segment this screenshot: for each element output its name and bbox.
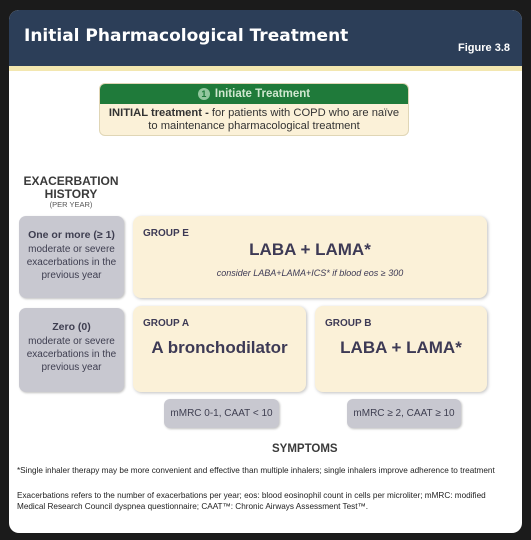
initiate-bold-text: INITIAL treatment - bbox=[108, 107, 209, 119]
group-e-treatment: LABA + LAMA* bbox=[249, 240, 371, 259]
initiate-description: INITIAL treatment - for patients with CO… bbox=[100, 104, 408, 135]
history-row-zero: Zero (0) moderate or severe exacerbation… bbox=[19, 308, 124, 392]
group-e-note: consider LABA+LAMA+ICS* if blood eos ≥ 3… bbox=[216, 268, 404, 278]
symptoms-title: SYMPTOMS bbox=[272, 443, 338, 455]
figure-number: Figure 3.8 bbox=[458, 42, 510, 54]
group-a-treatment: A bronchodilator bbox=[151, 338, 288, 357]
group-e-box: GROUP E LABA + LAMA* consider LABA+LAMA+… bbox=[133, 216, 487, 298]
header-divider bbox=[9, 66, 522, 71]
footnote-single-inhaler: *Single inhaler therapy may be more conv… bbox=[17, 466, 495, 475]
group-b-treatment: LABA + LAMA* bbox=[340, 338, 462, 357]
initiate-treatment-banner: 1 Initiate Treatment bbox=[100, 84, 408, 104]
group-a-label: GROUP A bbox=[143, 318, 190, 329]
initiate-body-text: for patients with COPD who are naïve to … bbox=[148, 107, 400, 133]
exacerbation-history-title: EXACERBATION HISTORY bbox=[23, 174, 119, 201]
step-number-badge: 1 bbox=[197, 88, 210, 100]
group-b-box: GROUP B LABA + LAMA* bbox=[315, 306, 487, 392]
symptoms-high-box: mMRC ≥ 2, CAAT ≥ 10 bbox=[347, 399, 461, 428]
footnote-abbreviations: Exacerbations refers to the number of ex… bbox=[17, 491, 486, 511]
symptoms-low-box: mMRC 0-1, CAAT < 10 bbox=[164, 399, 279, 428]
history-row-one-or-more: One or more (≥ 1) moderate or severe exa… bbox=[19, 216, 124, 298]
history-row-label: Zero (0) bbox=[52, 321, 91, 333]
group-e-label: GROUP E bbox=[143, 228, 189, 239]
initiate-treatment-box: 1 Initiate Treatment INITIAL treatment -… bbox=[99, 83, 409, 136]
history-row-desc: moderate or severe exacerbations in the … bbox=[26, 243, 117, 281]
initiate-heading: Initiate Treatment bbox=[214, 88, 311, 100]
history-row-label: One or more (≥ 1) bbox=[28, 229, 115, 241]
figure-title: Initial Pharmacological Treatment bbox=[24, 26, 349, 46]
figure-header: Initial Pharmacological Treatment Figure… bbox=[9, 10, 522, 66]
figure-card: Initial Pharmacological Treatment Figure… bbox=[9, 10, 522, 533]
history-row-desc: moderate or severe exacerbations in the … bbox=[26, 335, 117, 373]
group-b-label: GROUP B bbox=[325, 318, 372, 329]
group-a-box: GROUP A A bronchodilator bbox=[133, 306, 306, 392]
exacerbation-history-subtitle: (PER YEAR) bbox=[49, 200, 93, 209]
